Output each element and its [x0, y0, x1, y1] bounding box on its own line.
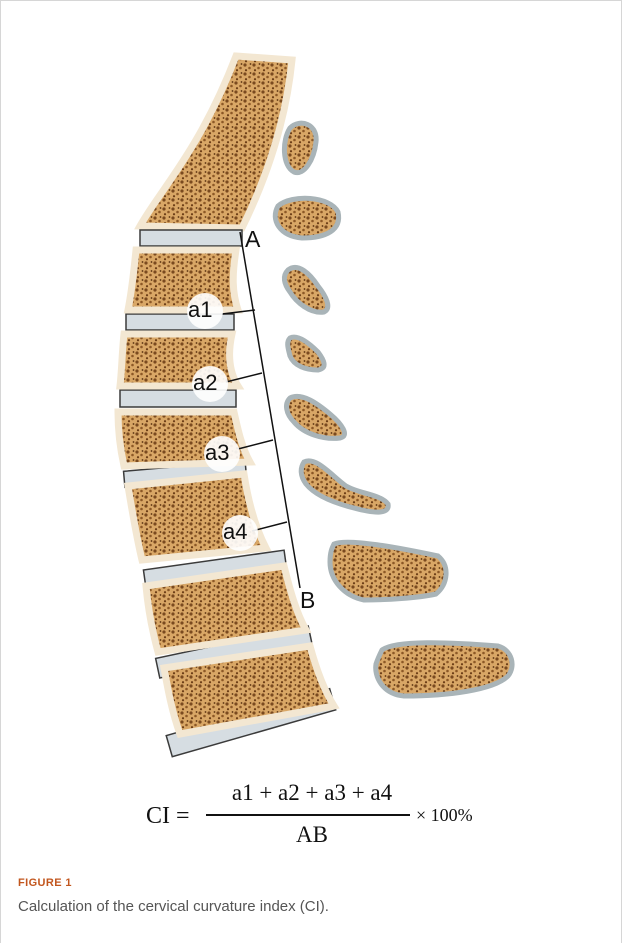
formula-lhs: CI = [146, 803, 190, 830]
point-b-label: B [300, 587, 315, 614]
spinous-process-2 [275, 198, 338, 238]
fraction-bar [206, 814, 410, 816]
cervical-spine-illustration [0, 0, 623, 770]
spinous-process-8 [376, 643, 512, 696]
disc-1 [140, 230, 242, 246]
distance-a4-label: a4 [223, 519, 247, 545]
spinous-process-4 [288, 337, 324, 370]
formula-denominator: AB [212, 822, 412, 848]
figure-caption: Calculation of the cervical curvature in… [18, 898, 329, 915]
odontoid-process [140, 56, 292, 228]
formula-multiplier: × 100% [416, 805, 473, 826]
distance-a1-label: a1 [188, 297, 212, 323]
spinous-process-7 [330, 542, 446, 600]
distance-a3-label: a3 [205, 440, 229, 466]
formula-numerator: a1 + a2 + a3 + a4 [212, 780, 412, 806]
ci-formula: CI = a1 + a2 + a3 + a4 AB × 100% [0, 780, 623, 860]
distance-a2-label: a2 [193, 370, 217, 396]
spinous-process-1 [284, 123, 316, 172]
point-a-label: A [245, 226, 260, 253]
spinous-process-5 [287, 396, 345, 438]
spinous-process-6 [301, 461, 388, 512]
spinous-process-3 [284, 267, 327, 312]
vertebra-c3 [128, 250, 238, 310]
figure-label: FIGURE 1 [18, 877, 72, 889]
